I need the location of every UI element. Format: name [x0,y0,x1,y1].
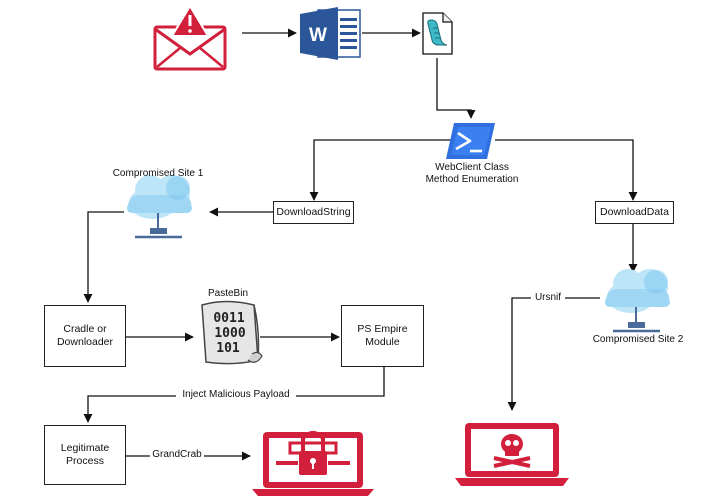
pastebin-label: PasteBin [207,288,249,299]
pastebin-binary-row: 0011 [213,311,244,326]
cradle-downloader-node: Cradle or Downloader [44,305,126,367]
webclient-label: WebClient Class Method Enumeration [425,162,519,185]
download-data-node: DownloadData [595,201,674,224]
powershell-icon [446,123,495,159]
binary-document-icon: 0011 1000 101 [201,300,263,365]
arrow-powershell-to-downloadstring [309,139,456,201]
arrow-powershell-to-downloaddata [495,139,638,201]
pastebin-binary-row: 101 [216,341,240,356]
cloud-server-icon [127,175,192,239]
ps-empire-module-node: PS Empire Module [341,305,424,367]
arrow-site1-to-cradle [83,211,124,303]
pastebin-binary-row: 1000 [214,326,245,341]
cloud-server-icon [605,269,670,333]
ursnif-label: Ursnif [531,292,565,304]
skull-laptop-icon [455,423,569,486]
arrow-site2-to-skull [507,297,600,411]
word-document-icon: W [300,7,361,60]
site2-label: Compromised Site 2 [592,334,684,345]
grandcrab-label: GrandCrab [150,449,204,461]
arrow-script-to-powershell [436,58,476,119]
script-file-icon [422,12,453,55]
locked-laptop-icon [252,431,374,496]
download-string-node: DownloadString [273,201,354,224]
email-alert-icon [153,5,227,71]
site1-label: Compromised Site 1 [112,168,204,179]
inject-payload-label: Inject Malicious Payload [176,389,296,401]
legitimate-process-node: Legitimate Process [44,425,126,485]
svg-text:W: W [309,25,327,46]
